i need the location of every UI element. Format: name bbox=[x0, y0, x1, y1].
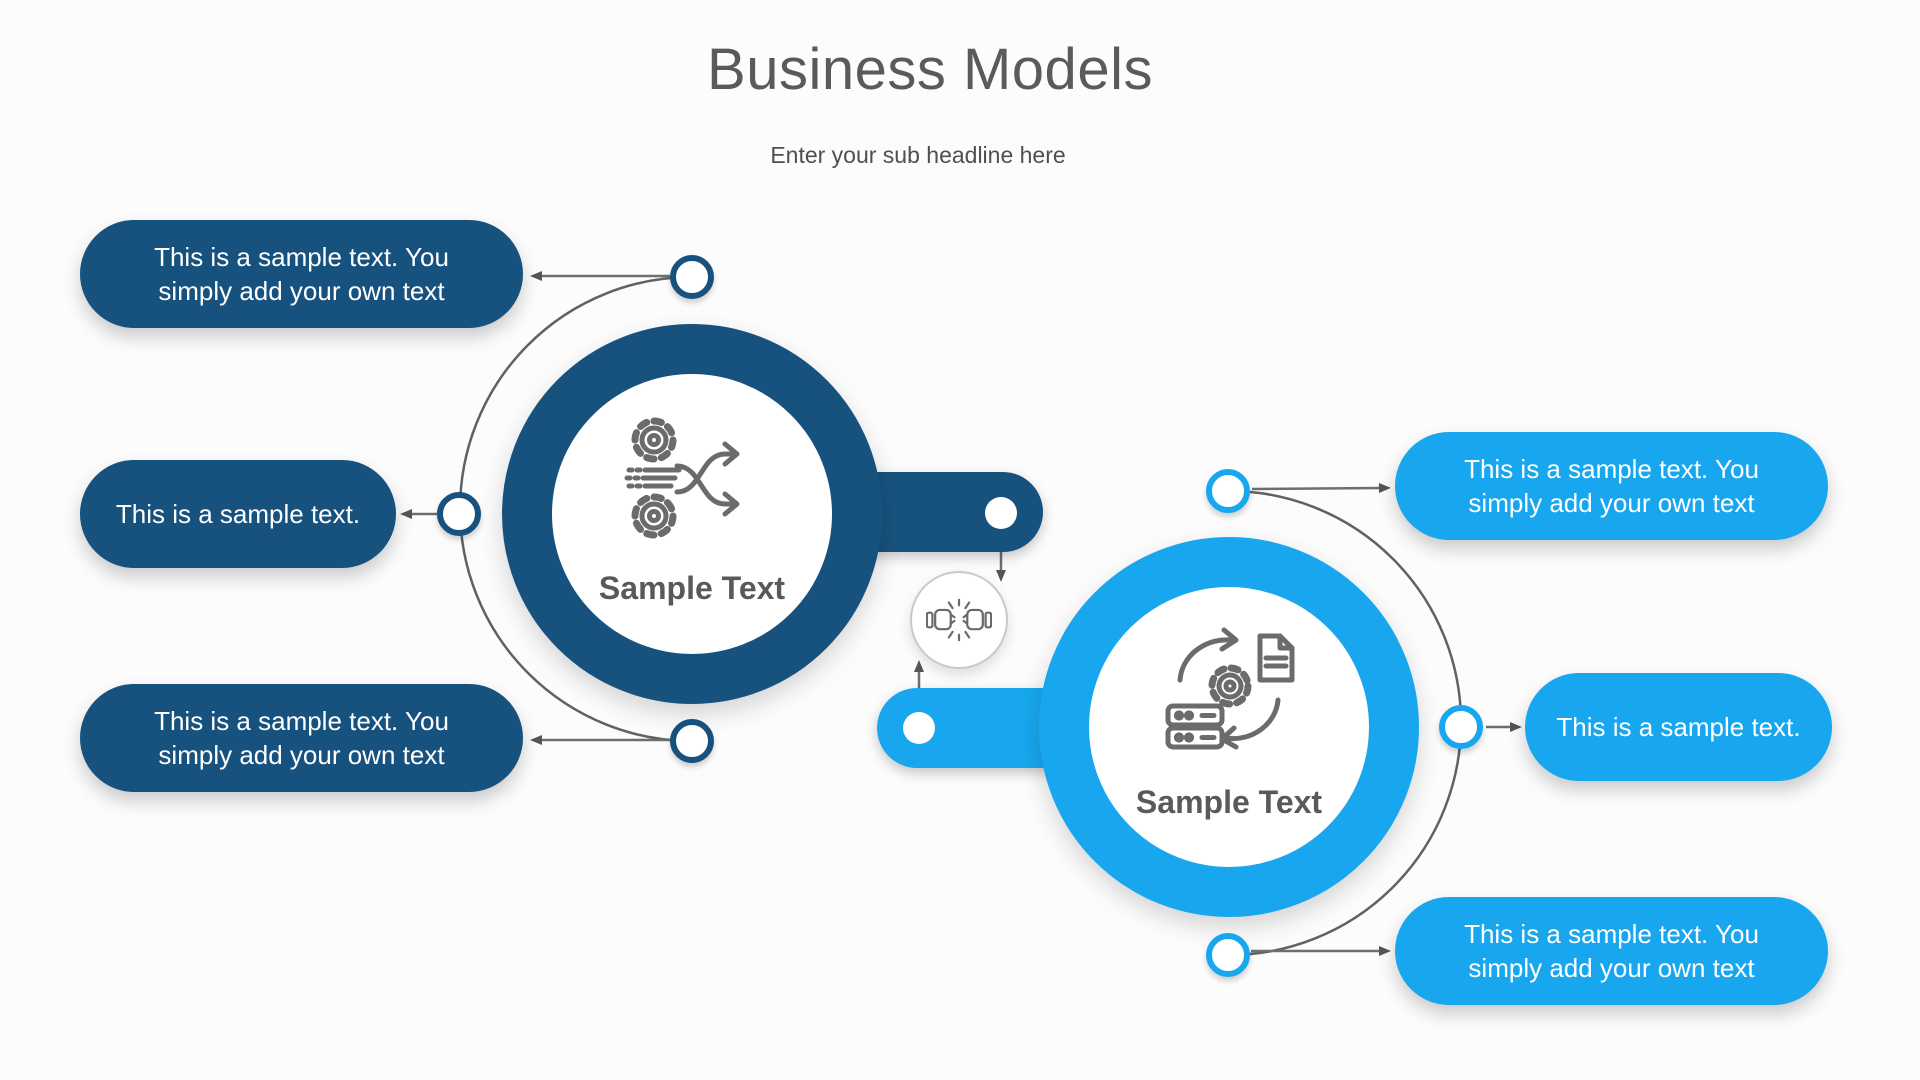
node-left-mid bbox=[437, 492, 481, 536]
left-hub-label: Sample Text bbox=[598, 570, 786, 606]
node-left-bottom bbox=[670, 719, 714, 763]
node-right-mid bbox=[1439, 705, 1483, 749]
list-item-text: This is a sample text. You simply add yo… bbox=[1464, 919, 1759, 983]
node-left-top bbox=[670, 255, 714, 299]
fist-bump-icon bbox=[926, 598, 992, 642]
node-right-top bbox=[1206, 469, 1250, 513]
list-item: This is a sample text. bbox=[1525, 673, 1832, 781]
list-item: This is a sample text. You simply add yo… bbox=[80, 684, 523, 792]
right-tab-dot bbox=[903, 712, 935, 744]
list-item-text: This is a sample text. You simply add yo… bbox=[1464, 454, 1759, 518]
list-item: This is a sample text. You simply add yo… bbox=[1395, 897, 1828, 1005]
list-item-text: This is a sample text. bbox=[1556, 712, 1801, 742]
process-split-gears-icon bbox=[624, 417, 740, 539]
left-tab-dot bbox=[985, 497, 1017, 529]
list-item: This is a sample text. You simply add yo… bbox=[1395, 432, 1828, 540]
arrow-right-top bbox=[1251, 483, 1391, 494]
list-item: This is a sample text. You simply add yo… bbox=[80, 220, 523, 328]
right-hub-label: Sample Text bbox=[1135, 784, 1323, 820]
partnership-connector bbox=[910, 571, 1008, 669]
list-item-text: This is a sample text. You simply add yo… bbox=[154, 242, 449, 306]
page-subtitle: Enter your sub headline here bbox=[770, 142, 1066, 168]
list-item: This is a sample text. bbox=[80, 460, 396, 568]
list-item-text: This is a sample text. You simply add yo… bbox=[154, 706, 449, 770]
node-right-bottom bbox=[1206, 933, 1250, 977]
page-title: Business Models bbox=[707, 37, 1153, 102]
data-cycle-gear-document-icon bbox=[1165, 627, 1295, 750]
list-item-text: This is a sample text. bbox=[115, 499, 361, 529]
